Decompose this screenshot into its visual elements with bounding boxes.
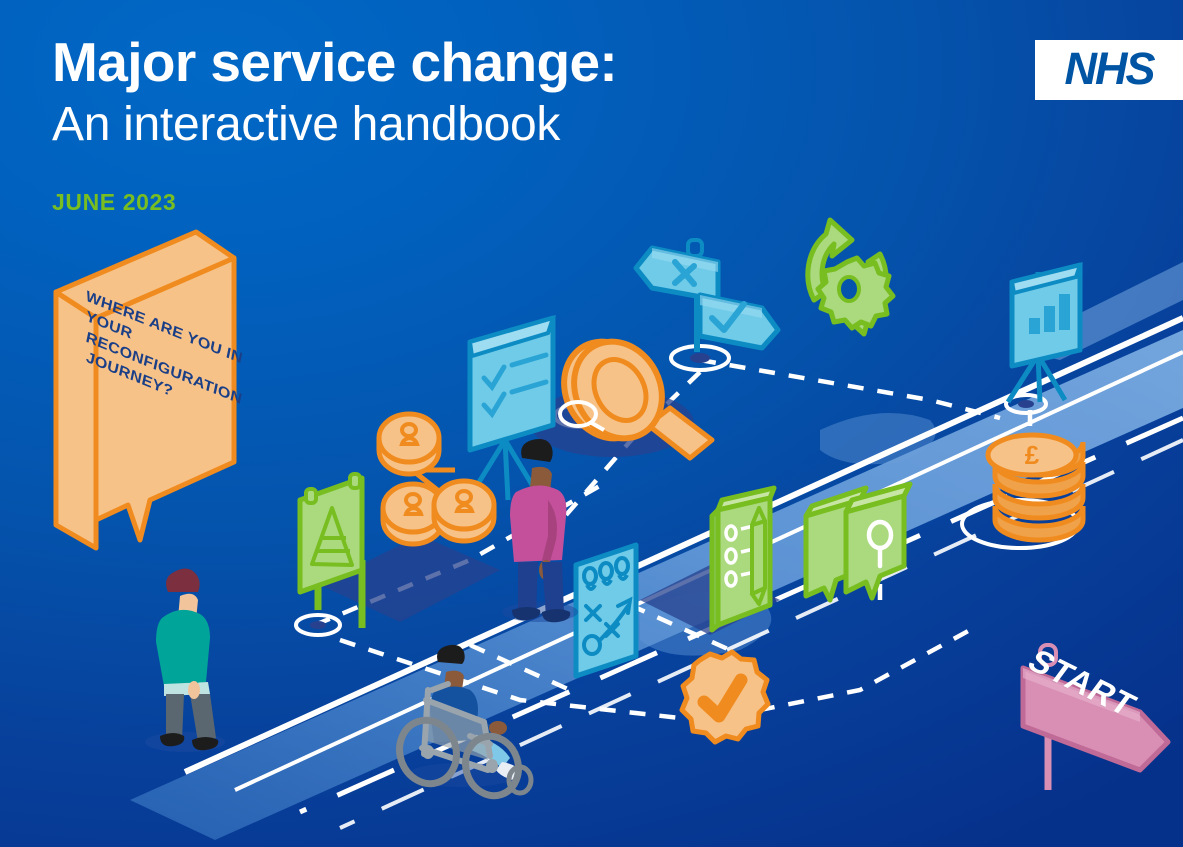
person-standing-magenta [502, 439, 578, 623]
person-wheelchair-user [396, 644, 534, 800]
speech-bubbles-question-icon [803, 481, 913, 603]
clipboard-pencil-icon [709, 485, 777, 633]
title-block: Major service change: An interactive han… [52, 31, 618, 216]
speech-bubble-icon [53, 229, 237, 551]
bar-chart-screen-icon [1005, 262, 1084, 404]
ground-magnifier-marker [558, 400, 605, 432]
coin-stack-icon: £ [985, 432, 1086, 543]
question-mark-icon [866, 519, 894, 569]
strategy-board-icon [573, 542, 639, 679]
person-walking-teal [145, 568, 225, 752]
speech-bubble-text: WHERE ARE YOU IN YOUR RECONFIGURATION JO… [86, 287, 243, 409]
checklist-flipchart-icon [465, 315, 557, 502]
pencil-icon [750, 506, 767, 606]
page-title: Major service change: [52, 31, 618, 93]
speech-bubble: WHERE ARE YOU IN YOUR RECONFIGURATION JO… [44, 250, 314, 560]
approval-badge-icon [679, 649, 771, 745]
page-subtitle: An interactive handbook [52, 97, 561, 151]
nhs-logo: NHS [1035, 40, 1183, 100]
signpost-decision-icon [633, 238, 781, 352]
svg-text:£: £ [1025, 440, 1040, 470]
nhs-logo-text: NHS [1064, 42, 1155, 94]
start-signpost-icon [1020, 643, 1171, 790]
gear-cycle-icon [805, 217, 896, 337]
publication-date: JUNE 2023 [52, 189, 177, 216]
billboard-pyramid-icon [297, 472, 366, 628]
stakeholder-network-icon [376, 411, 497, 547]
